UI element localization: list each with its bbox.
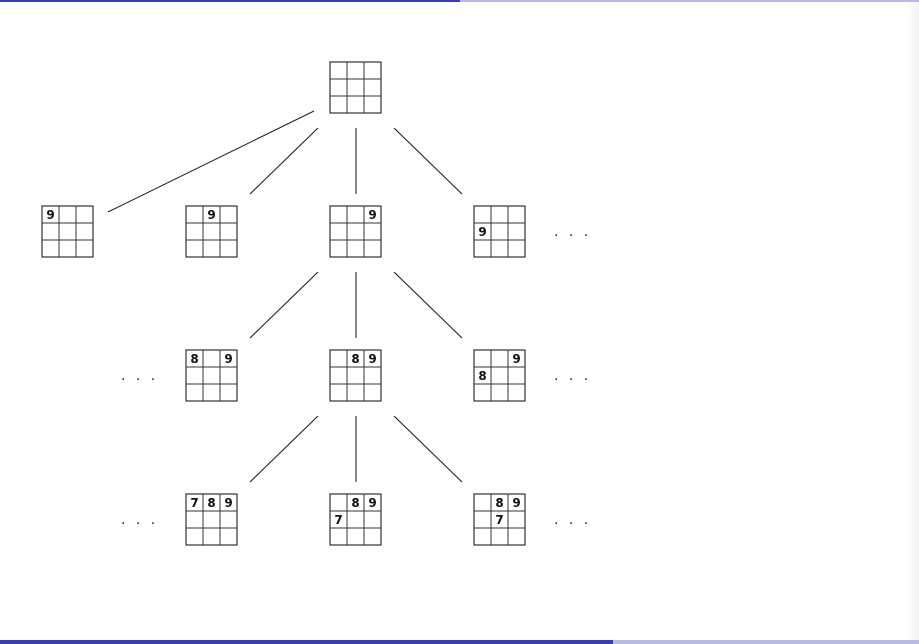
board-cell: 7: [495, 513, 503, 527]
board-cell: 8: [478, 369, 486, 383]
board-frame: [185, 205, 238, 258]
board-cell: 8: [351, 352, 359, 366]
bottom-navigation-bar: [0, 640, 919, 644]
board-cell: 9: [512, 496, 520, 510]
board-frame: [329, 349, 382, 402]
board-l1-d: 9: [473, 205, 526, 258]
board-cell: 9: [224, 352, 232, 366]
ellipsis-l3-right: . . .: [554, 512, 591, 528]
board-cell: 7: [190, 496, 198, 510]
board-frame: [473, 493, 526, 546]
board-frame: [473, 205, 526, 258]
board-root: [329, 61, 382, 114]
board-cell: 9: [368, 496, 376, 510]
ellipsis-l3-left: . . .: [121, 512, 158, 528]
board-cell: 8: [190, 352, 198, 366]
tree-edge: [249, 127, 319, 195]
board-frame: [329, 61, 382, 114]
board-l2-c: 98: [473, 349, 526, 402]
board-l1-b: 9: [185, 205, 238, 258]
board-cell: 9: [207, 208, 215, 222]
bottom-bar-segment-2: [306, 640, 613, 644]
board-cell: 9: [46, 208, 54, 222]
ellipsis-l2-left: . . .: [121, 368, 158, 384]
top-bar-segment-inactive: [460, 0, 919, 2]
board-frame: [185, 349, 238, 402]
board-cell: 9: [478, 225, 486, 239]
board-cell: 7: [334, 513, 342, 527]
tree-edge: [393, 415, 463, 483]
board-cell: 9: [368, 352, 376, 366]
board-cell: 8: [207, 496, 215, 510]
board-cell: 8: [351, 496, 359, 510]
bottom-bar-segment-1: [0, 640, 306, 644]
board-frame: [473, 349, 526, 402]
tree-edge: [107, 110, 315, 213]
tree-edge: [393, 271, 463, 339]
board-frame: [185, 493, 238, 546]
bottom-bar-segment-3: [613, 640, 919, 644]
right-edge-shade: [905, 2, 919, 640]
board-cell: 8: [495, 496, 503, 510]
ellipsis-l2-right: . . .: [554, 368, 591, 384]
tree-edge: [249, 415, 319, 483]
board-frame: [329, 205, 382, 258]
tree-edge: [393, 127, 463, 195]
board-l1-a: 9: [41, 205, 94, 258]
board-l1-c: 9: [329, 205, 382, 258]
top-bar-segment-active: [0, 0, 460, 2]
board-frame: [41, 205, 94, 258]
top-progress-bar: [0, 0, 919, 2]
ellipsis-l1-right: . . .: [554, 224, 591, 240]
tree-edge: [249, 271, 319, 339]
board-cell: 9: [224, 496, 232, 510]
board-cell: 9: [368, 208, 376, 222]
board-cell: 9: [512, 352, 520, 366]
board-frame: [329, 493, 382, 546]
